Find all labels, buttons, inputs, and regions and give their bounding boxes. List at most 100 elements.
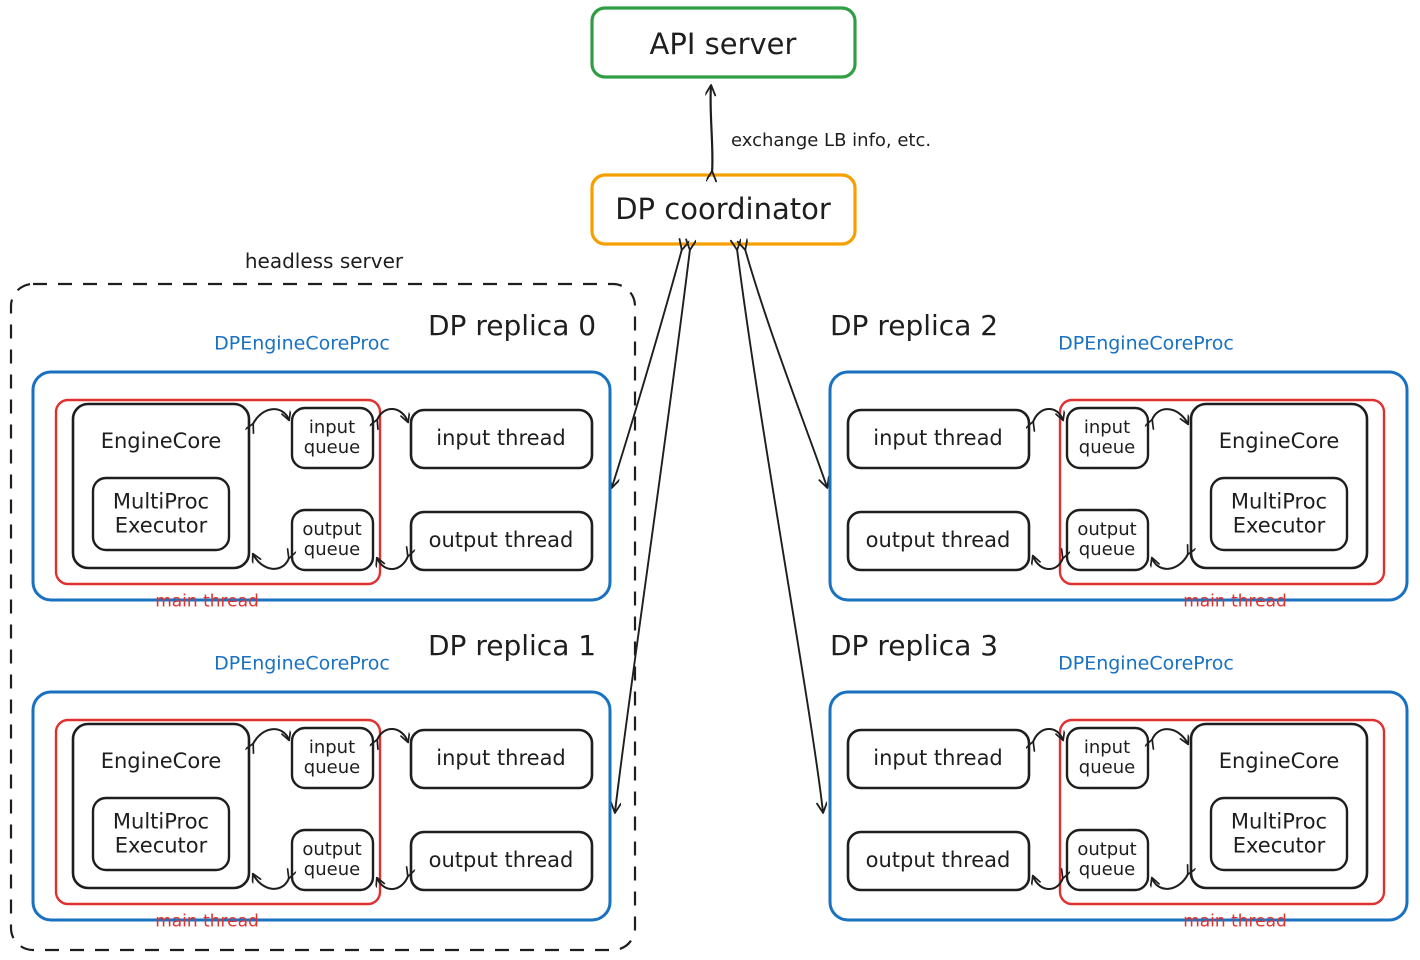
replica-1-arrow-core-inq	[253, 728, 289, 744]
api-server-label: API server	[649, 26, 797, 61]
replica-3-output-queue-box	[1065, 828, 1150, 892]
replica-3-input-thread-box	[846, 728, 1031, 790]
output-queue-line-2: queue	[1078, 859, 1136, 880]
replica-1-input-queue-label: input queue	[303, 737, 361, 778]
replica-3-mp-executor-label: MultiProc Executor	[1231, 810, 1327, 857]
replica-2-output-queue-label: output queue	[1077, 518, 1137, 560]
replica-1-output-thread-label: output thread	[428, 848, 574, 873]
output-queue-line-1: output	[302, 518, 362, 540]
input-queue-line-2: queue	[1078, 757, 1136, 778]
replica-2-title: DP replica 2	[830, 309, 999, 342]
replica-1-engine-core-label: EngineCore	[100, 749, 222, 774]
mp-executor-line-2: Executor	[1232, 833, 1326, 857]
coordinator-link-replica-2	[745, 249, 827, 487]
input-queue-line-2: queue	[303, 757, 361, 778]
input-queue-line-1: input	[1083, 736, 1131, 758]
replica-1-output-queue-label: output queue	[302, 838, 362, 880]
coordinator-link-replica-1	[615, 249, 690, 812]
replica-3-output-queue-label: output queue	[1077, 838, 1137, 880]
replica-0-output-queue-label: output queue	[302, 518, 362, 560]
replica-3-main-thread-box	[1058, 718, 1386, 906]
output-queue-line-1: output	[1077, 518, 1137, 540]
replica-0-input-queue-label: input queue	[303, 416, 361, 458]
output-queue-line-2: queue	[303, 539, 361, 560]
replica-3-output-thread-label: output thread	[865, 848, 1011, 873]
replica-2-input-queue-box	[1065, 406, 1150, 470]
output-queue-line-2: queue	[1078, 539, 1136, 560]
replica-3-group	[828, 690, 1409, 922]
replica-1-arrow-outq-core	[253, 874, 289, 890]
replica-1-main-thread-label: main thread	[155, 911, 259, 932]
replica-1-mp-executor-label: MultiProc Executor	[113, 810, 209, 857]
replica-3-arrow-inthread-inq	[1033, 728, 1063, 742]
replica-2-output-thread-label: output thread	[865, 528, 1011, 553]
replica-1-output-queue-box	[290, 828, 375, 892]
output-queue-line-1: output	[1077, 838, 1137, 860]
api-coordinator-link	[711, 86, 713, 172]
replica-1-process-label: DPEngineCoreProc	[214, 652, 390, 675]
replica-1-title: DP replica 1	[428, 629, 597, 662]
replica-0-output-thread-box	[409, 510, 594, 572]
replica-0-group	[31, 370, 612, 602]
replica-2-mp-executor-box	[1209, 476, 1349, 552]
replica-0-arrow-inq-inthread	[377, 408, 408, 422]
input-queue-line-2: queue	[1078, 437, 1136, 458]
coordinator-link-replica-0	[612, 249, 682, 487]
output-queue-line-1: output	[302, 838, 362, 860]
replica-3-title: DP replica 3	[830, 629, 999, 662]
replica-3-input-queue-label: input queue	[1078, 736, 1136, 778]
replica-1-mp-executor-box	[91, 796, 231, 872]
input-queue-line-2: queue	[303, 437, 361, 458]
replica-0-main-thread-box	[54, 398, 382, 586]
replica-2-output-queue-box	[1065, 508, 1150, 572]
replica-2-main-thread-label: main thread	[1183, 591, 1287, 612]
replica-0-output-queue-box	[290, 508, 375, 572]
replica-0-title: DP replica 0	[428, 309, 597, 342]
mp-executor-line-2: Executor	[114, 513, 208, 537]
replica-1-group	[31, 690, 612, 922]
replica-2-arrow-core-outq	[1152, 554, 1188, 570]
replica-1-arrow-inq-inthread	[377, 728, 408, 742]
replica-1-input-thread-box	[409, 728, 594, 790]
replica-0-input-queue-box	[290, 406, 375, 470]
replica-2-output-thread-box	[846, 510, 1031, 572]
replica-1-arrow-outthread-outq	[377, 876, 408, 890]
dp-coordinator-label: DP coordinator	[615, 191, 831, 226]
output-queue-line-2: queue	[303, 859, 361, 880]
mp-executor-line-1: MultiProc	[1230, 489, 1328, 514]
replica-2-input-thread-label: input thread	[873, 426, 1003, 451]
replica-3-mp-executor-box	[1209, 796, 1349, 872]
replica-1-input-thread-label: input thread	[436, 746, 566, 771]
mp-executor-line-2: Executor	[114, 833, 208, 857]
replica-0-input-thread-label: input thread	[436, 426, 566, 451]
replica-0-engine-core-label: EngineCore	[100, 429, 222, 454]
replica-3-input-queue-box	[1065, 726, 1150, 790]
replica-1-input-queue-box	[290, 726, 375, 790]
exchange-info-label: exchange LB info, etc.	[731, 130, 932, 151]
replica-0-process-label: DPEngineCoreProc	[214, 332, 390, 355]
replica-2-input-queue-label: input queue	[1078, 416, 1136, 458]
mp-executor-line-2: Executor	[1232, 513, 1326, 537]
replica-0-mp-executor-box	[91, 476, 231, 552]
dp-coordinator-box	[590, 173, 857, 246]
replica-0-input-thread-box	[409, 408, 594, 470]
headless-server-label: headless server	[244, 248, 404, 273]
coordinator-link-replica-3	[737, 249, 823, 812]
input-queue-line-1: input	[308, 416, 356, 438]
replica-3-process-label: DPEngineCoreProc	[1058, 652, 1234, 675]
replica-3-arrow-outq-outthread	[1033, 876, 1063, 890]
mp-executor-line-1: MultiProc	[112, 489, 210, 514]
input-queue-line-1: input	[1083, 416, 1131, 438]
replica-3-arrow-inq-core	[1152, 728, 1188, 744]
replica-2-main-thread-box	[1058, 398, 1386, 586]
replica-2-process-label: DPEngineCoreProc	[1058, 332, 1234, 355]
replica-3-input-thread-label: input thread	[873, 746, 1003, 771]
replica-3-arrow-core-outq	[1152, 874, 1188, 890]
replica-2-group	[828, 370, 1409, 602]
replica-1-output-thread-box	[409, 830, 594, 892]
replica-0-mp-executor-label: MultiProc Executor	[113, 490, 209, 537]
replica-2-input-thread-box	[846, 408, 1031, 470]
api-server-box	[590, 6, 857, 79]
